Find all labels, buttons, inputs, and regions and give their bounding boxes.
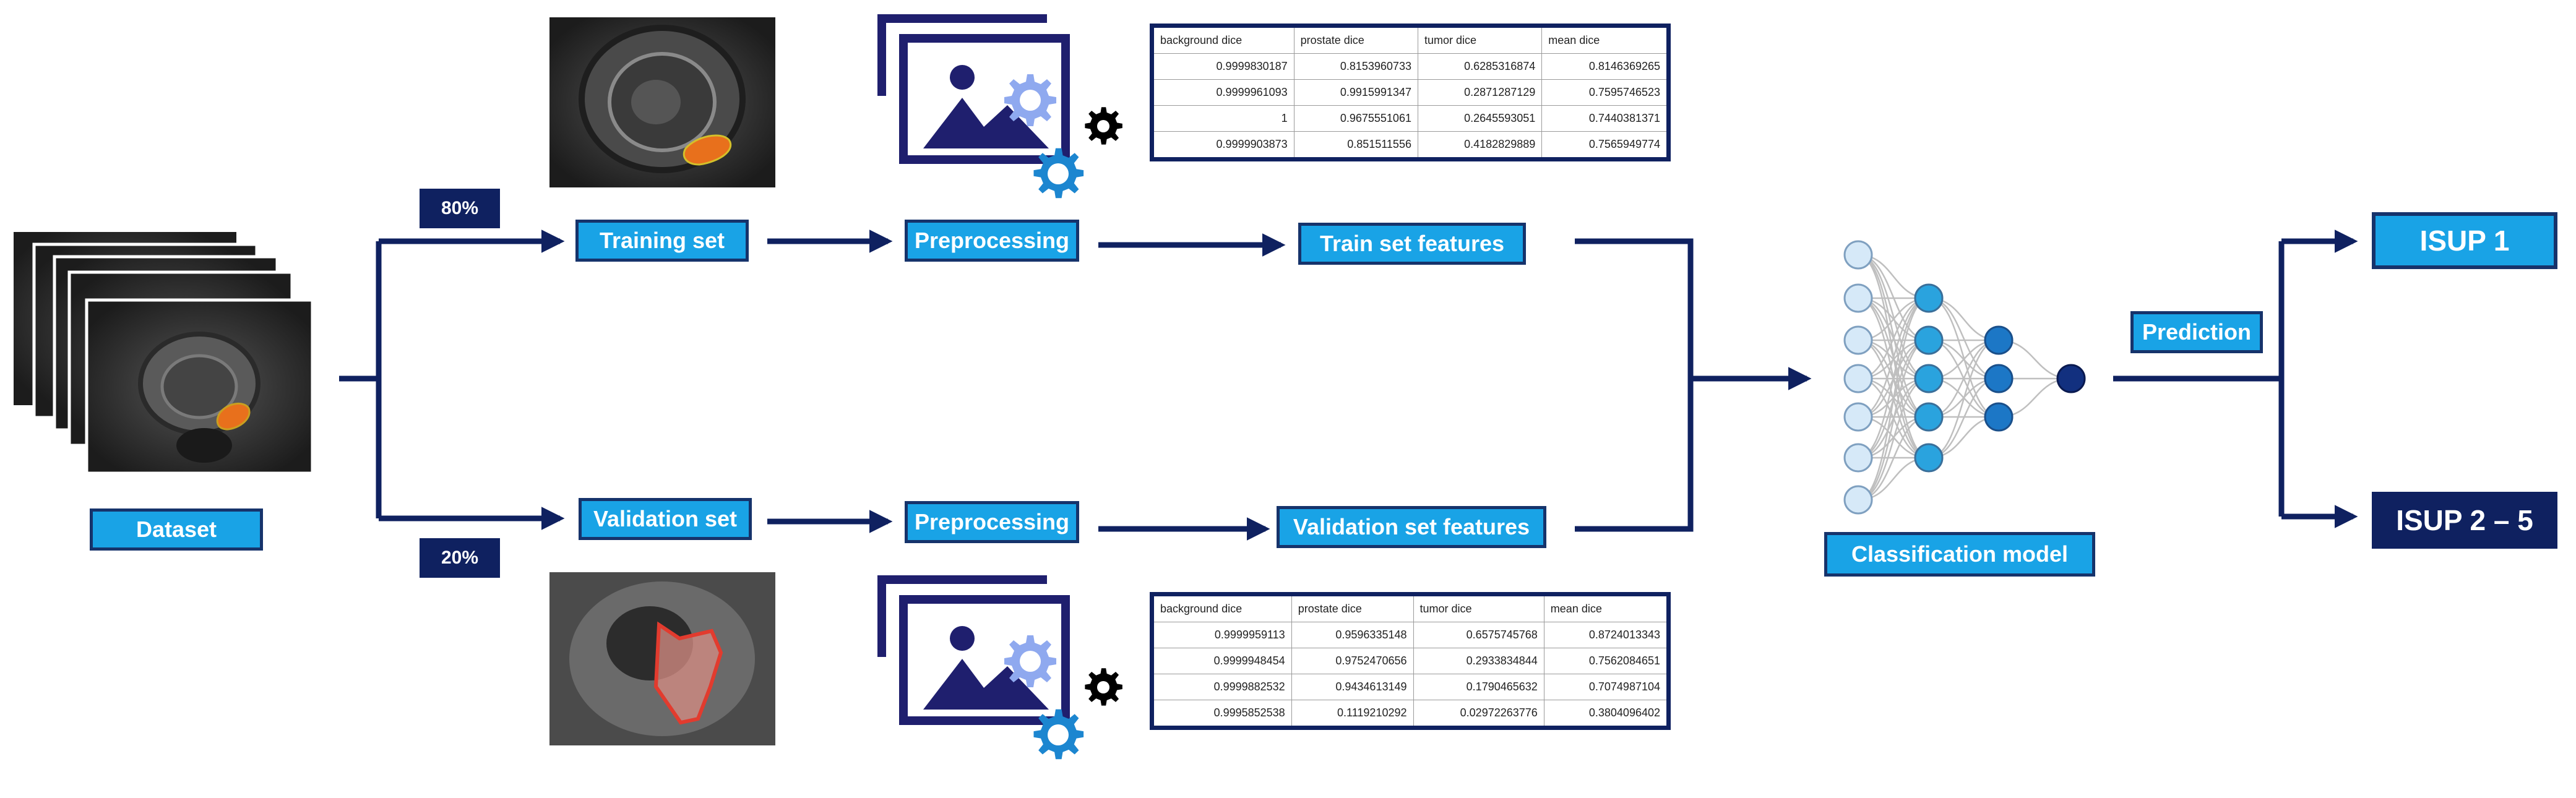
nn-edge [1858,297,1929,501]
neural-network-icon [1843,240,2086,515]
preprocessing-top-label: Preprocessing [905,220,1079,262]
table-cell: 0.2645593051 [1417,105,1543,132]
table-header-cell: prostate dice [1293,25,1418,54]
table-cell: 0.9596335148 [1291,622,1414,648]
percent-80-badge: 80% [420,189,500,228]
nn-node [1843,443,1873,473]
table-cell: 0.6575745768 [1413,622,1544,648]
nn-node [1914,325,1944,355]
table-cell: 0.9995852538 [1152,700,1292,728]
table-cell: 0.9999959113 [1152,622,1292,648]
table-cell: 0.9999961093 [1152,79,1294,106]
nn-node [1914,443,1944,473]
table-cell: 0.2871287129 [1417,79,1543,106]
nn-node [1984,402,2014,432]
table-cell: 0.7074987104 [1543,674,1669,700]
table-cell: 0.4182829889 [1417,131,1543,160]
nn-node [1843,325,1873,355]
table-cell: 0.8724013343 [1543,622,1669,648]
nn-node [1843,402,1873,432]
table-cell: 0.7595746523 [1541,79,1669,106]
mri-slice-image [85,298,314,475]
dataset-mri-stack [14,232,314,475]
table-header-cell: tumor dice [1417,25,1543,54]
table-header-cell: tumor dice [1413,594,1544,622]
table-cell: 0.8153960733 [1293,53,1418,80]
percent-20-badge: 20% [420,538,500,578]
preprocessing-image-gear-icon [877,575,1122,760]
table-cell: 0.9915991347 [1293,79,1418,106]
merge-connector [1575,238,1694,532]
connectors [339,230,2358,541]
table-header-cell: prostate dice [1291,594,1414,622]
nn-node [1914,283,1944,313]
validation-features-label: Validation set features [1277,506,1546,548]
isup25-output: ISUP 2 – 5 [2372,492,2557,549]
nn-edge [1858,254,1929,418]
prediction-label: Prediction [2130,311,2263,353]
table-cell: 0.1119210292 [1291,700,1414,728]
table-cell: 0.2933834844 [1413,648,1544,674]
nn-node [1843,283,1873,313]
table-cell: 0.9999948454 [1152,648,1292,674]
nn-node [1914,364,1944,393]
table-cell: 0.9752470656 [1291,648,1414,674]
nn-edge [1858,297,1929,459]
table-cell: 0.02972263776 [1413,700,1544,728]
nn-edges [1858,254,2072,501]
classification-model-label: Classification model [1824,532,2095,577]
train-features-label: Train set features [1298,223,1526,265]
table-cell: 0.7565949774 [1541,131,1669,160]
table-cell: 0.851511556 [1293,131,1418,160]
nn-node [1984,364,2014,393]
nn-node [1843,485,1873,515]
table-cell: 0.1790465632 [1413,674,1544,700]
table-cell: 0.6285316874 [1417,53,1543,80]
table-cell: 0.9999903873 [1152,131,1294,160]
dataset-label: Dataset [90,508,263,551]
preprocessing-bottom-label: Preprocessing [905,501,1079,543]
table-cell: 0.7562084651 [1543,648,1669,674]
nn-nodes [1843,240,2086,515]
nn-node [1843,240,1873,270]
table-cell: 0.9434613149 [1291,674,1414,700]
validation-set-label: Validation set [579,498,752,540]
nn-node [1843,364,1873,393]
validation-mri-image [549,572,775,745]
training-mri-image [549,17,775,187]
isup1-output: ISUP 1 [2372,212,2557,269]
table-cell: 0.9999830187 [1152,53,1294,80]
table-cell: 0.8146369265 [1541,53,1669,80]
table-cell: 0.3804096402 [1543,700,1669,728]
nn-node [1914,402,1944,432]
table-header-cell: mean dice [1541,25,1669,54]
nn-edge [1858,339,1929,501]
table-cell: 0.7440381371 [1541,105,1669,132]
table-cell: 0.9675551061 [1293,105,1418,132]
table-cell: 1 [1152,105,1294,132]
nn-node [1984,325,2014,355]
table-cell: 0.9999882532 [1152,674,1292,700]
nn-node [2056,364,2086,393]
table-header-cell: mean dice [1543,594,1669,622]
training-set-label: Training set [575,220,749,262]
preprocessing-image-gear-icon [877,14,1122,199]
table-header-cell: background dice [1152,594,1292,622]
table-header-cell: background dice [1152,25,1294,54]
